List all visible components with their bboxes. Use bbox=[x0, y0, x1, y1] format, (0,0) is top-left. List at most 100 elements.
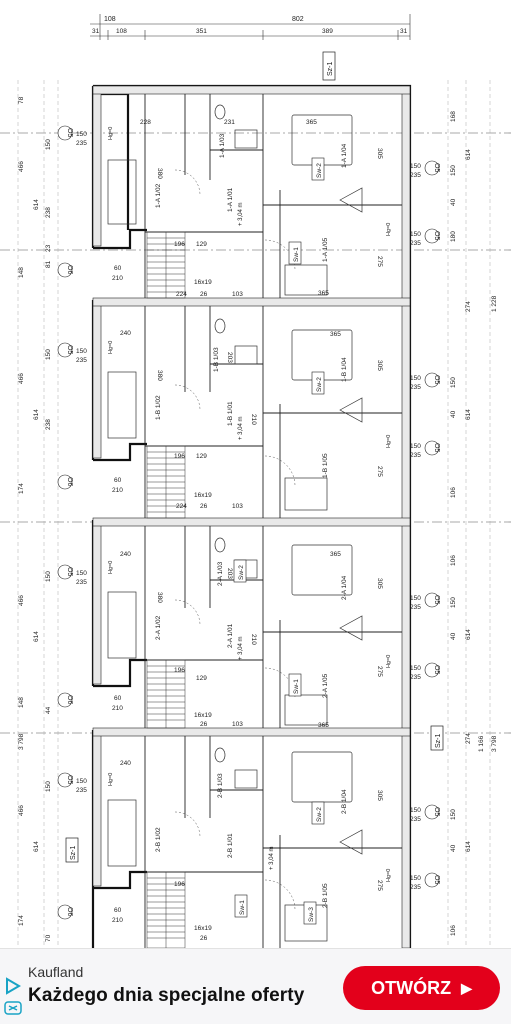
win-w210-2: 210 bbox=[112, 487, 123, 494]
win-w60-4: 60 bbox=[114, 907, 122, 914]
room-2b-105: 2-B 1/05 bbox=[322, 883, 329, 908]
dim-210-1: 210 bbox=[250, 414, 257, 425]
dim-right-40-4: 40 bbox=[450, 844, 457, 852]
window-tag-o5-r5: O5 bbox=[433, 595, 440, 604]
dim-left-150-4: 150 bbox=[45, 781, 52, 792]
win-w150-l4: 150 bbox=[76, 778, 87, 785]
win-w150-r6: 150 bbox=[410, 665, 421, 672]
room-1b-103: 1-B 1/03 bbox=[213, 347, 220, 372]
ad-open-button[interactable]: OTWÓRZ ▶ bbox=[343, 966, 500, 1010]
label-sw2-a: Sw-2 bbox=[316, 163, 323, 178]
label-sw3: Sw-3 bbox=[308, 907, 315, 922]
window-tag-o5-r8: O5 bbox=[433, 875, 440, 884]
dim-203-1: 203 bbox=[226, 352, 233, 363]
ad-title[interactable]: Każdego dnia specjalne oferty bbox=[28, 985, 305, 1006]
win-w150-r7: 150 bbox=[410, 807, 421, 814]
dim-210-2: 210 bbox=[250, 634, 257, 645]
room-2a-104: 2-A 1/04 bbox=[341, 575, 348, 600]
dim-129-1: 129 bbox=[196, 241, 207, 248]
stair-spec-2: 16x19 bbox=[194, 492, 212, 499]
hg-note-1: Hg=0 bbox=[108, 127, 114, 140]
dim-left-70: 70 bbox=[45, 934, 52, 942]
dim-top-31b: 31 bbox=[400, 28, 408, 35]
dim-left-466-2: 466 bbox=[18, 373, 25, 384]
dim-right-106-3: 106 bbox=[450, 925, 457, 936]
dim-right-150-3: 150 bbox=[450, 597, 457, 608]
dim-right-614-2: 614 bbox=[465, 409, 472, 420]
label-sw2-d: Sw-2 bbox=[316, 807, 323, 822]
ad-brand[interactable]: Kaufland bbox=[28, 964, 84, 980]
hg-note-6: Hg=0 bbox=[386, 655, 392, 668]
dim-26-2: 26 bbox=[200, 503, 208, 510]
win-w235-l4: 235 bbox=[76, 787, 87, 794]
dim-right-180: 180 bbox=[450, 231, 457, 242]
win-w235-l1: 235 bbox=[76, 140, 87, 147]
win-w150-r3: 150 bbox=[410, 375, 421, 382]
dim-right-40-2: 40 bbox=[450, 410, 457, 418]
win-w150-r2: 150 bbox=[410, 231, 421, 238]
stair-spec-3: 16x19 bbox=[194, 712, 212, 719]
window-tag-o5-2: O5 bbox=[66, 345, 73, 354]
elev-mark-4: + 3,04 m bbox=[269, 846, 275, 870]
room-2a-103: 2-A 1/03 bbox=[217, 561, 224, 586]
dim-left-150-2: 150 bbox=[45, 349, 52, 360]
dim-305-1: 305 bbox=[376, 148, 383, 159]
window-tag-o5-r6: O5 bbox=[433, 665, 440, 674]
win-w60-2: 60 bbox=[114, 477, 122, 484]
adchoices-icon[interactable] bbox=[4, 977, 22, 995]
close-ad-icon[interactable] bbox=[4, 1001, 22, 1015]
window-tag-o5-r1: O5 bbox=[433, 163, 440, 172]
dim-305-4: 305 bbox=[376, 790, 383, 801]
dim-203-2: 203 bbox=[226, 568, 233, 579]
dim-right-1228: 1 228 bbox=[491, 295, 498, 312]
dim-240-2: 240 bbox=[120, 551, 131, 558]
dim-left-174-1: 174 bbox=[18, 483, 25, 494]
dim-left-78: 78 bbox=[18, 96, 25, 104]
room-1a-101: 1-A 1/01 bbox=[227, 187, 234, 212]
dim-left-44: 44 bbox=[45, 706, 52, 714]
dim-right-614-4: 614 bbox=[465, 841, 472, 852]
dim-left-174-2: 174 bbox=[18, 915, 25, 926]
dim-196-2: 196 bbox=[174, 453, 185, 460]
dim-right-106-2: 106 bbox=[450, 555, 457, 566]
dim-365-2: 365 bbox=[330, 331, 341, 338]
dim-224-1: 224 bbox=[176, 291, 187, 298]
dim-224-2: 224 bbox=[176, 503, 187, 510]
dim-365-3: 365 bbox=[330, 551, 341, 558]
dim-left-238-2: 238 bbox=[45, 419, 52, 430]
chevron-right-icon: ▶ bbox=[461, 979, 472, 996]
label-sw2-b: Sw-2 bbox=[316, 377, 323, 392]
window-tag-o5-r7: O5 bbox=[433, 807, 440, 816]
dim-240-1: 240 bbox=[120, 330, 131, 337]
window-tag-o5-1: O5 bbox=[66, 128, 73, 137]
label-sw2-c: Sw-2 bbox=[238, 565, 245, 580]
room-1b-105: 1-B 1/05 bbox=[322, 453, 329, 478]
dim-right-40-3: 40 bbox=[450, 632, 457, 640]
dim-left-466-1: 466 bbox=[18, 161, 25, 172]
dim-380-2: 380 bbox=[156, 370, 163, 381]
label-sw1-a: Sw-1 bbox=[293, 247, 300, 262]
hg-note-2: Hg=0 bbox=[386, 223, 392, 236]
win-w235-l2: 235 bbox=[76, 357, 87, 364]
room-1a-102: 1-A 1/02 bbox=[155, 183, 162, 208]
dim-275-1: 275 bbox=[376, 256, 383, 267]
dim-right-40-1: 40 bbox=[450, 198, 457, 206]
win-w210-3: 210 bbox=[112, 705, 123, 712]
room-1b-104: 1-B 1/04 bbox=[341, 357, 348, 382]
dim-left-614-3: 614 bbox=[33, 631, 40, 642]
dim-right-168: 168 bbox=[450, 111, 457, 122]
dim-right-106-1: 106 bbox=[450, 487, 457, 498]
dim-right-614-3: 614 bbox=[465, 629, 472, 640]
label-sz1-left: Sz-1 bbox=[70, 846, 77, 861]
hg-note-7: Hg=0 bbox=[108, 773, 114, 786]
ad-banner[interactable]: Kaufland Każdego dnia specjalne oferty O… bbox=[0, 948, 511, 1024]
room-2b-104: 2-B 1/04 bbox=[341, 789, 348, 814]
floor-plan-drawing[interactable]: 108 802 31 108 351 389 31 bbox=[0, 0, 511, 948]
room-1a-103: 1-A 1/03 bbox=[219, 133, 226, 158]
hg-note-3: Hg=0 bbox=[108, 341, 114, 354]
win-w150-r5: 150 bbox=[410, 595, 421, 602]
hg-note-8: Hg=0 bbox=[386, 869, 392, 882]
room-2a-105: 2-A 1/05 bbox=[322, 673, 329, 698]
win-w235-r4: 235 bbox=[410, 452, 421, 459]
dim-275-2: 275 bbox=[376, 466, 383, 477]
